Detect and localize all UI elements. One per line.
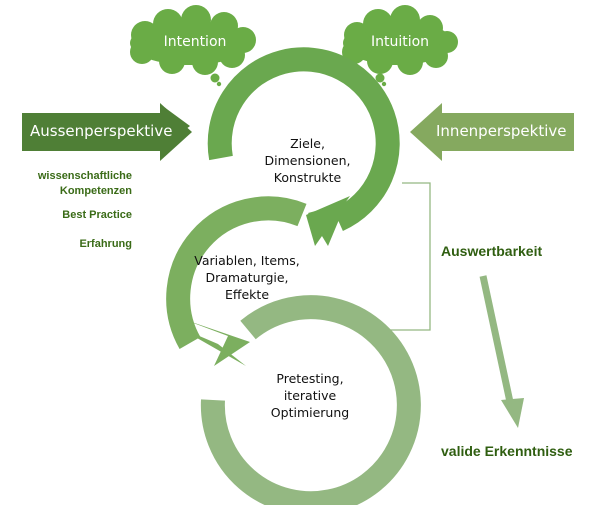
outcome-evaluability: Auswertbarkeit	[441, 243, 543, 259]
step-pretesting-line3: Optimierung	[270, 405, 350, 420]
outer-perspective-arrow-body	[22, 113, 162, 151]
down-arrow	[479, 275, 524, 428]
ring-variablen-arrowhead	[180, 318, 250, 366]
inner-perspective-arrow-body	[440, 113, 574, 151]
step-variablen-line1: Variablen, Items,	[194, 253, 300, 268]
step-pretesting-line1: Pretesting,	[276, 371, 344, 386]
factor-competencies-line2: Kompetenzen	[59, 185, 132, 197]
intention-cloud-icon	[130, 5, 256, 87]
factor-best-practice: Best Practice	[62, 209, 132, 221]
ring-ziele	[207, 47, 400, 246]
intuition-cloud-icon	[342, 5, 458, 87]
outer-perspective-label: Aussenperspektive	[30, 122, 173, 140]
step-pretesting-line2: iterative	[283, 388, 337, 403]
factor-experience: Erfahrung	[79, 238, 132, 250]
step-ziele-line2: Dimensionen,	[264, 153, 351, 168]
outcome-valid-insights: valide Erkenntnisse	[441, 443, 573, 459]
intuition-label: Intuition	[370, 34, 430, 50]
inner-perspective-label: Innenperspektive	[436, 122, 567, 140]
factor-competencies-line1: wissenschaftliche	[37, 170, 132, 182]
outer-perspective-arrow-head	[160, 103, 192, 161]
step-ziele-text: Ziele, Dimensionen, Konstrukte	[245, 135, 370, 186]
inner-perspective-arrow-head	[410, 103, 442, 161]
step-ziele-line3: Konstrukte	[273, 170, 342, 185]
step-pretesting-text: Pretesting, iterative Optimierung	[250, 370, 370, 421]
bracket-line	[380, 182, 431, 331]
intention-label: Intention	[163, 34, 227, 50]
step-variablen-line2: Dramaturgie,	[205, 270, 289, 285]
step-variablen-line3: Effekte	[224, 287, 270, 302]
ring-variablen	[166, 196, 307, 366]
ring-pretesting	[200, 295, 421, 505]
step-ziele-line1: Ziele,	[290, 136, 325, 151]
factor-competencies: wissenschaftliche Kompetenzen	[10, 169, 132, 199]
step-variablen-text: Variablen, Items, Dramaturgie, Effekte	[182, 252, 312, 303]
